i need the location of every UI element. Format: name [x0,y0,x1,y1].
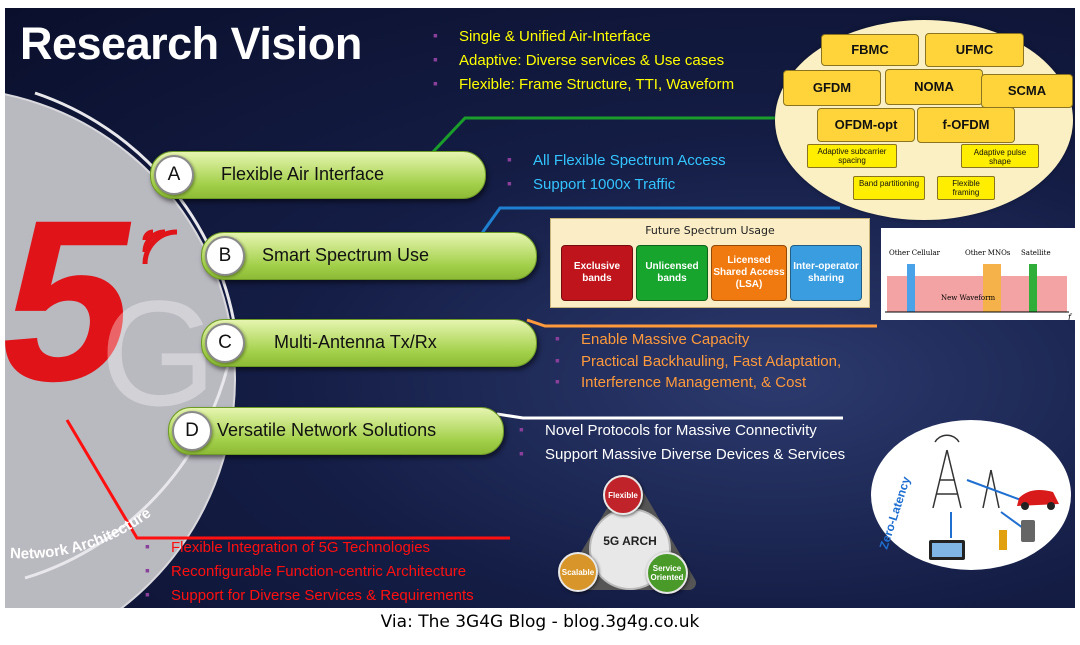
bullet-continuation: Interference Management, & Cost [555,373,806,391]
bullet-item: Single & Unified Air-Interface [433,27,651,45]
pillar-letter: D [172,411,212,451]
spectrum-box: Inter-operator sharing [790,245,862,301]
bullet-item: Flexible: Frame Structure, TTI, Waveform [433,75,734,93]
bullet-item: Support for Diverse Services & Requireme… [145,586,474,604]
bullet-item: Reconfigurable Function-centric Architec… [145,562,466,580]
pillar-letter: C [205,323,245,363]
bullet-item: Support 1000x Traffic [507,175,675,193]
page-title: Research Vision [20,18,362,69]
waveform-f-ofdm: f-OFDM [917,107,1015,143]
waveform-ufmc: UFMC [925,33,1024,67]
connector-d [496,412,843,420]
logo-g: G [100,269,217,437]
plot-label: f [1067,313,1073,320]
waveform-fbmc: FBMC [821,34,919,66]
pillar-label: Versatile Network Solutions [217,420,437,440]
plot-label: New Waveform [941,294,995,302]
waveform-noma: NOMA [885,69,983,105]
grey-disc [5,94,235,608]
spectrum-box: Licensed Shared Access (LSA) [711,245,787,301]
connector-arch [65,419,510,540]
wifi-icon [142,229,154,241]
plot-label: Other MNOs [965,249,1011,257]
plot-label: Satellite [1021,249,1051,257]
slide: Network Architecture 5 G Research Vision… [5,8,1075,608]
waveform-feature: Adaptive pulse shape [961,144,1039,168]
bullet-item: Enable Massive Capacity [555,330,749,348]
waveform-feature: Adaptive subcarrier spacing [807,144,897,168]
bullet-item: Flexible Integration of 5G Technologies [145,538,430,556]
waveform-gfdm: GFDM [783,70,881,106]
bullet-item: Novel Protocols for Massive Connectivity [519,421,817,439]
waveform-plot: Other Cellular Other MNOs Satellite New … [881,228,1075,320]
spectrum-panel: Future Spectrum Usage Exclusive bands Un… [550,218,870,308]
arch-node-flexible: Flexible [603,475,643,515]
phone-icon [1021,520,1035,542]
spectrum-box: Unlicensed bands [636,245,708,301]
background-graphics: Network Architecture [5,91,877,608]
pillar-a: A Flexible Air Interface [150,151,486,199]
arch-node-scalable: Scalable [558,552,598,592]
spectrum-box: Exclusive bands [561,245,633,301]
pillar-label: Flexible Air Interface [221,164,385,184]
waveform-scma: SCMA [981,74,1073,108]
pillar-b: B Smart Spectrum Use [201,232,537,280]
connector-b [478,206,840,237]
robot-icon [999,530,1007,550]
bullet-item: Support Massive Diverse Devices & Servic… [519,445,845,463]
car-icon [1017,490,1059,506]
pillar-label: Smart Spectrum Use [262,245,430,265]
waveform-feature: Flexible framing [937,176,995,200]
pillar-letter: B [205,236,245,276]
footer-credit: Via: The 3G4G Blog - blog.3g4g.co.uk [380,612,700,632]
pillar-letter: A [154,155,194,195]
pillar-d: D Versatile Network Solutions [168,407,504,455]
bullet-item: Practical Backhauling, Fast Adaptation, [555,352,841,370]
connector-c [526,318,877,328]
bullet-item: Adaptive: Diverse services & Use cases [433,51,724,69]
pillar-label: Multi-Antenna Tx/Rx [274,332,437,352]
antenna-icon [934,434,960,443]
waveform-feature: Band partitioning [853,176,925,200]
latency-graphics: Zero-Latency [877,434,1059,560]
arch-node-service-oriented: Service Oriented [646,552,688,594]
arch-center-label: 5G ARCH [603,534,657,548]
pillar-c: C Multi-Antenna Tx/Rx [201,319,537,367]
plot-label: Other Cellular [889,249,941,257]
zero-latency-label: Zero-Latency [877,475,914,551]
connector-a [430,116,775,155]
bullet-item: All Flexible Spectrum Access [507,151,726,169]
waveform-ofdm-opt: OFDM-opt [817,108,915,142]
spectrum-panel-title: Future Spectrum Usage [645,224,775,237]
